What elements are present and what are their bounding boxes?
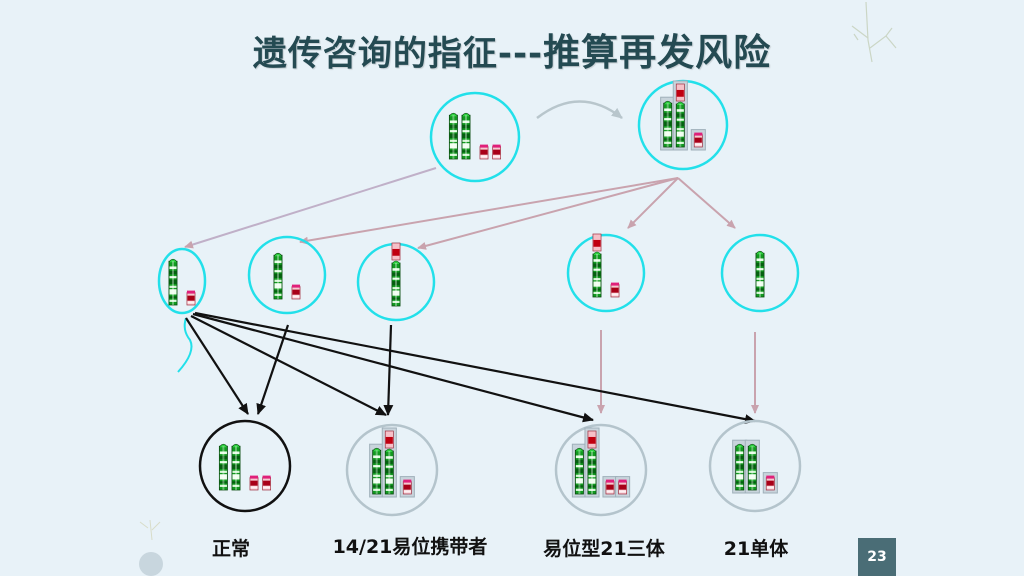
chromosome-translocation-body: [391, 260, 401, 307]
chromosome-translocation: [584, 427, 600, 498]
arrow-gamete-2-to-normal: [256, 324, 290, 415]
chromosome-translocation: [381, 427, 397, 498]
gamete-circle-gamete-2: [247, 235, 327, 315]
chromosome-translocation-body: [587, 448, 597, 495]
chromosome-14: [571, 443, 587, 498]
chromosome-21: [479, 144, 489, 160]
chromosome-translocation-body: [592, 251, 602, 298]
arrow-normal-parent-to-gamete: [184, 167, 437, 249]
arrow-carrier-to-gamete-2: [299, 177, 679, 245]
chromosome-21: [602, 476, 618, 498]
label-monosomy: 21单体: [723, 538, 789, 560]
chromosome-14: [732, 439, 748, 494]
label-carrier: 14/21易位携带者: [332, 536, 488, 558]
chromosome-21: [249, 475, 259, 491]
offspring-circle-trisomy: [554, 423, 648, 517]
chromosome-14: [744, 439, 760, 494]
chromosome-translocation: [592, 233, 602, 298]
chromosome-translocation-body: [384, 448, 394, 495]
gamete-circle-gamete-4: [566, 233, 646, 313]
chromosome-21: [291, 284, 301, 300]
decorative-vase-icon: [139, 519, 163, 576]
parent-circle-normal-parent: [429, 91, 521, 183]
chromosome-translocation-body: [675, 101, 685, 148]
chromosome-14: [448, 112, 458, 160]
fertilization-arrows: [185, 311, 756, 425]
chromosome-21: [262, 475, 271, 491]
arrow-carrier-to-gamete-5: [677, 177, 736, 229]
page-number: 23: [858, 538, 896, 576]
chromosome-21: [615, 476, 631, 498]
chromosome-14: [273, 252, 283, 300]
chromosome-translocation: [391, 242, 401, 307]
mating-arrow: [536, 100, 623, 119]
offspring-circle-normal: [198, 419, 292, 513]
offspring-circle-carrier: [345, 423, 439, 517]
label-normal: 正常: [211, 538, 251, 560]
chromosome-14: [755, 250, 765, 298]
chromosome-14: [218, 443, 228, 491]
chromosome-14: [231, 443, 241, 491]
label-trisomy: 易位型21三体: [543, 538, 665, 560]
title-part1: 遗传咨询的指征---: [252, 34, 544, 74]
parent-arrows: [184, 167, 736, 250]
chromosome-21: [762, 472, 778, 494]
arrow-gamete-normal-to-normal: [185, 317, 249, 415]
offspring-circle-monosomy: [708, 419, 802, 513]
gamete-circle-gamete-normal: [157, 247, 207, 315]
arrow-carrier-to-gamete-4: [627, 177, 679, 229]
chromosome-14: [369, 443, 385, 498]
chromosome-14: [660, 96, 676, 151]
gamete-circle-gamete-5: [720, 233, 800, 313]
chromosome-translocation: [672, 80, 688, 151]
chromosome-21: [610, 282, 620, 298]
chromosome-21: [399, 476, 415, 498]
arrow-gamete-3-to-carrier: [383, 324, 394, 416]
decorative-twig-icon: [851, 1, 897, 63]
sperm-tail: [177, 317, 193, 373]
chromosome-21: [492, 144, 501, 160]
title-part2: 推算再发风险: [543, 31, 772, 74]
chromosome-21: [690, 129, 706, 151]
arrow-gamete-normal-to-carrier: [190, 315, 387, 416]
chromosome-14: [461, 112, 471, 160]
chromosome-21: [186, 290, 196, 306]
arrow-gamete-normal-to-trisomy: [192, 312, 594, 423]
arrow-gamete-normal-to-monosomy: [194, 311, 756, 425]
arrow-carrier-to-gamete-3: [417, 177, 679, 250]
slide-title: 遗传咨询的指征---推算再发风险: [0, 22, 1024, 76]
chromosome-14: [168, 258, 178, 306]
